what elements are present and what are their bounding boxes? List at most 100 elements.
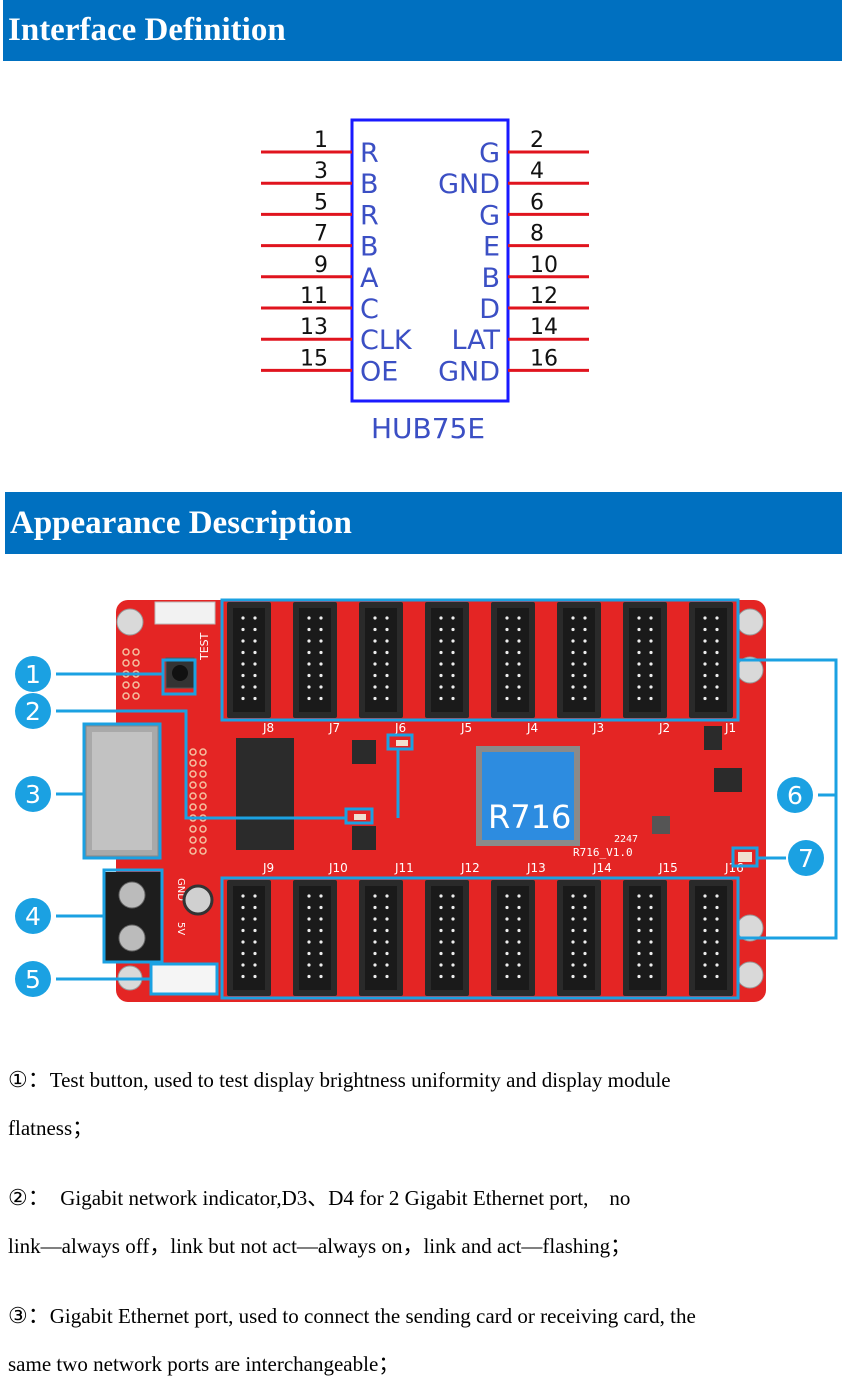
section-title: Appearance Description [10,504,352,541]
connector-pin [307,917,311,921]
connector-pin [583,662,587,666]
connector-pin [583,951,587,956]
connector-socket [299,608,331,712]
connector-pin [373,894,377,898]
connector-pin [451,627,455,632]
connector-label: J10 [328,861,348,875]
header-pin [199,781,207,789]
pin-number: 15 [300,346,328,371]
connector-pin [703,951,707,956]
connector-pin [505,905,509,910]
connector-pin [241,951,245,956]
header-pin [189,792,197,800]
connector-pin [307,696,311,701]
connector-pin [307,940,311,944]
pcb-board [116,600,766,1002]
connector-pin [241,905,245,910]
connector-pin [241,917,245,921]
connector-pin [637,940,641,944]
connector-pin [253,951,257,956]
connector-pin [319,894,323,898]
qfn-chip-lower [352,826,376,850]
connector-label: J11 [394,861,414,875]
connector-pin [319,662,323,666]
connector-pin [715,940,719,944]
connector-pin [373,673,377,678]
description-item-2: ②： Gigabit network indicator,D3、D4 for 2… [8,1174,838,1270]
test-button [165,657,195,689]
connector-pin [451,673,455,678]
connector-pin [241,627,245,632]
connector-pin [505,951,509,956]
connector-pin [715,696,719,701]
hub75-connector: J16 [689,861,744,996]
connector-pin [637,627,641,632]
hub75-connector: J5 [425,602,472,735]
connector-pin [439,673,443,678]
connector-pin [439,940,443,944]
connector-socket [629,608,661,712]
header-pin [132,659,140,667]
connector-pin [373,650,377,655]
header-pin [189,748,197,756]
hub75-connector: J12 [425,861,480,996]
connector-socket [233,608,265,712]
pin-number: 10 [530,253,558,278]
connector-socket [431,608,463,712]
connector-pin [439,963,443,967]
connector-pin [439,639,443,643]
header-pin [199,825,207,833]
hub75-connector: J11 [359,861,414,996]
connector-pin [385,940,389,944]
connector-pin [571,685,575,689]
connector-pin [307,627,311,632]
callout-marker-6: 6 [777,777,813,813]
connector-pin [241,673,245,678]
header-pin [132,648,140,656]
connector-pin [571,940,575,944]
description-marker: ③： [8,1303,50,1328]
connector-pin [373,627,377,632]
connector-name: HUB75E [371,412,485,445]
callout-marker-1: 1 [15,656,51,692]
pin-signal-label: GND [438,169,500,200]
connector-pin [649,616,653,620]
connector-pin [385,928,389,933]
connector-pin [373,917,377,921]
pin-signal-label: LAT [451,325,500,356]
pin-number: 3 [314,159,328,184]
connector-pin [571,616,575,620]
connector-label: J9 [262,861,274,875]
connector-pin [373,940,377,944]
connector-pin [715,974,719,979]
connector-pin [517,951,521,956]
connector-pin [649,696,653,701]
connector-pin [517,894,521,898]
connector-pin [715,685,719,689]
connector-pin [715,616,719,620]
connector-pin [385,963,389,967]
pin-number: 6 [530,190,544,215]
pin-number: 12 [530,284,558,309]
header-pin [199,759,207,767]
callout-marker-3: 3 [15,776,51,812]
connector-pin [307,963,311,967]
connector-pin [439,951,443,956]
connector-pin [583,940,587,944]
description-text: Gigabit Ethernet port, used to connect t… [49,1304,696,1328]
connector-pin [703,650,707,655]
connector-pin [637,673,641,678]
header-pin [199,836,207,844]
pin-number: 9 [314,253,328,278]
connector-socket [497,608,529,712]
connector-pin [649,917,653,921]
connector-pin [571,662,575,666]
connector-pin [715,639,719,643]
header-pin [132,692,140,700]
connector-pin [439,905,443,910]
connector-pin [241,894,245,898]
pin-number: 7 [314,222,328,247]
connector-pin [571,905,575,910]
pin-number: 5 [314,190,328,215]
connector-pin [703,974,707,979]
